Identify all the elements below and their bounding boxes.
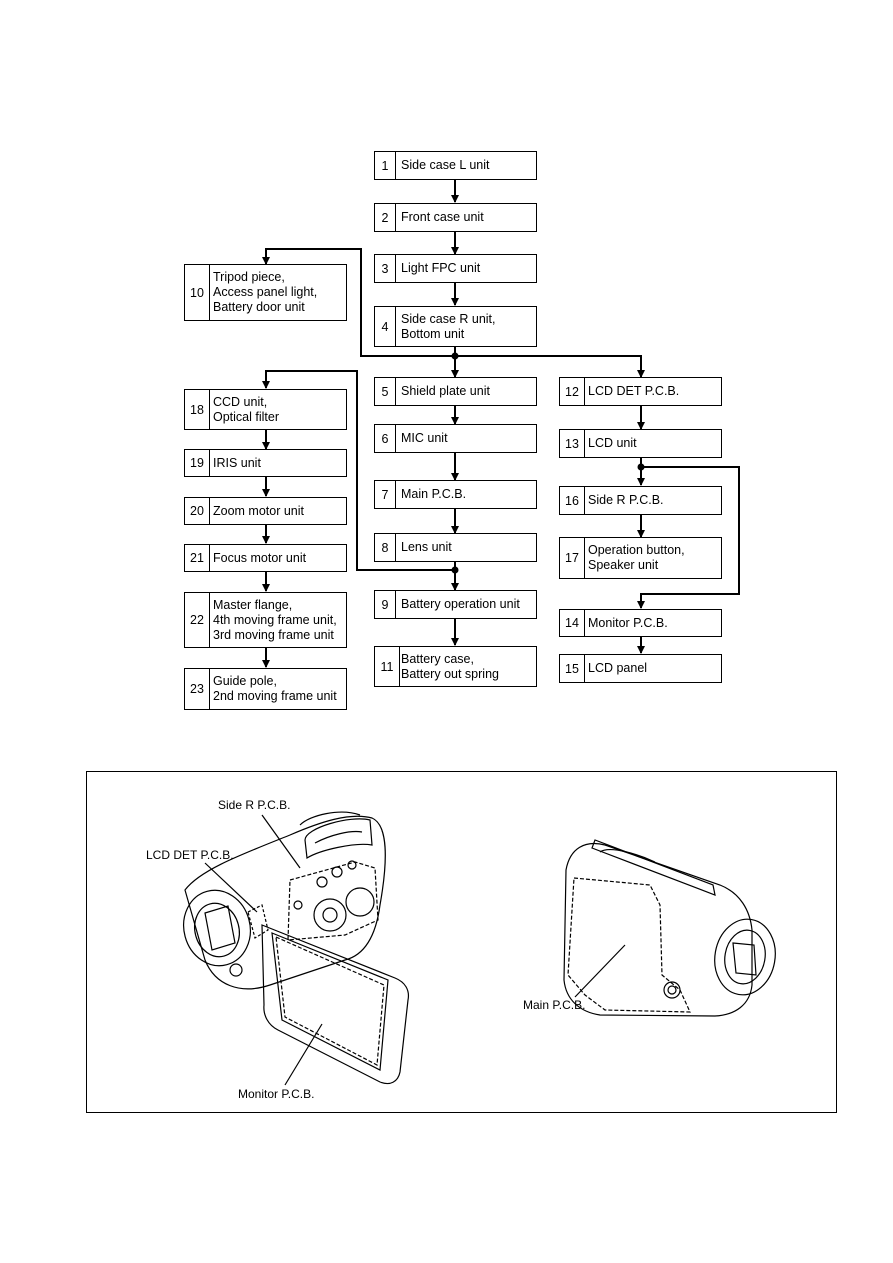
step-number: 7: [375, 481, 396, 508]
step-10: 10 Tripod piece, Access panel light, Bat…: [184, 264, 347, 321]
step-label: Focus motor unit: [213, 550, 307, 565]
callout-lcd-det-pcb: LCD DET P.C.B.: [146, 848, 234, 862]
step-2: 2 Front case unit: [374, 203, 537, 232]
step-14: 14 Monitor P.C.B.: [559, 609, 722, 637]
step-label: Side case L unit: [401, 158, 490, 172]
step-number: 2: [375, 204, 396, 231]
step-number: 14: [560, 610, 585, 636]
step-18: 18 CCD unit, Optical filter: [184, 389, 347, 430]
step-label: CCD unit, Optical filter: [213, 394, 279, 424]
step-3: 3 Light FPC unit: [374, 254, 537, 283]
callout-side-r-pcb: Side R P.C.B.: [218, 798, 291, 812]
step-9: 9 Battery operation unit: [374, 590, 537, 619]
pcb-location-illustration: [86, 771, 837, 1113]
step-label: Shield plate unit: [401, 384, 490, 398]
step-number: 19: [185, 450, 210, 476]
step-label: LCD unit: [588, 436, 637, 450]
step-number: 10: [185, 265, 210, 320]
step-label: Tripod piece, Access panel light, Batter…: [213, 270, 318, 314]
step-label: LCD panel: [588, 661, 648, 675]
step-20: 20 Zoom motor unit: [184, 497, 347, 525]
step-label: LCD DET P.C.B.: [588, 384, 680, 398]
step-label: Main P.C.B.: [401, 487, 467, 501]
step-number: 21: [185, 545, 210, 571]
step-label: Battery operation unit: [401, 597, 520, 611]
step-5: 5 Shield plate unit: [374, 377, 537, 406]
step-8: 8 Lens unit: [374, 533, 537, 562]
step-17: 17 Operation button, Speaker unit: [559, 537, 722, 579]
step-1: 1 Side case L unit: [374, 151, 537, 180]
step-number: 12: [560, 378, 585, 405]
camcorder-right-view: [563, 839, 776, 1017]
step-label: Front case unit: [401, 210, 484, 224]
step-number: 9: [375, 591, 396, 618]
step-number: 15: [560, 655, 585, 682]
step-23: 23 Guide pole, 2nd moving frame unit: [184, 668, 347, 710]
step-number: 13: [560, 430, 585, 457]
step-6: 6 MIC unit: [374, 424, 537, 453]
camcorder-left-view: [183, 811, 410, 1085]
step-7: 7 Main P.C.B.: [374, 480, 537, 509]
step-number: 18: [185, 390, 210, 429]
step-label: Side case R unit, Bottom unit: [401, 311, 496, 341]
step-label: Battery case, Battery out spring: [401, 651, 499, 681]
step-number: 11: [375, 647, 400, 686]
step-label: Zoom motor unit: [213, 503, 305, 518]
step-number: 20: [185, 498, 210, 524]
step-12: 12 LCD DET P.C.B.: [559, 377, 722, 406]
step-21: 21 Focus motor unit: [184, 544, 347, 572]
step-11: 11 Battery case, Battery out spring: [374, 646, 537, 687]
step-label: Side R P.C.B.: [588, 493, 664, 507]
step-number: 23: [185, 669, 210, 709]
callout-main-pcb: Main P.C.B.: [523, 998, 586, 1012]
step-number: 22: [185, 593, 210, 647]
step-number: 5: [375, 378, 396, 405]
step-label: Light FPC unit: [401, 261, 481, 275]
step-19: 19 IRIS unit: [184, 449, 347, 477]
step-number: 1: [375, 152, 396, 179]
step-label: Lens unit: [401, 540, 452, 554]
step-label: Operation button, Speaker unit: [588, 543, 685, 572]
step-number: 17: [560, 538, 585, 578]
step-label: IRIS unit: [213, 455, 261, 470]
step-number: 3: [375, 255, 396, 282]
step-number: 16: [560, 487, 585, 514]
step-label: MIC unit: [401, 431, 448, 445]
step-22: 22 Master flange, 4th moving frame unit,…: [184, 592, 347, 648]
step-number: 4: [375, 307, 396, 346]
step-number: 8: [375, 534, 396, 561]
step-16: 16 Side R P.C.B.: [559, 486, 722, 515]
callout-monitor-pcb: Monitor P.C.B.: [238, 1087, 315, 1101]
step-number: 6: [375, 425, 396, 452]
step-15: 15 LCD panel: [559, 654, 722, 683]
step-label: Master flange, 4th moving frame unit, 3r…: [213, 597, 337, 642]
step-13: 13 LCD unit: [559, 429, 722, 458]
step-label: Guide pole, 2nd moving frame unit: [213, 674, 337, 703]
step-label: Monitor P.C.B.: [588, 615, 668, 630]
step-4: 4 Side case R unit, Bottom unit: [374, 306, 537, 347]
